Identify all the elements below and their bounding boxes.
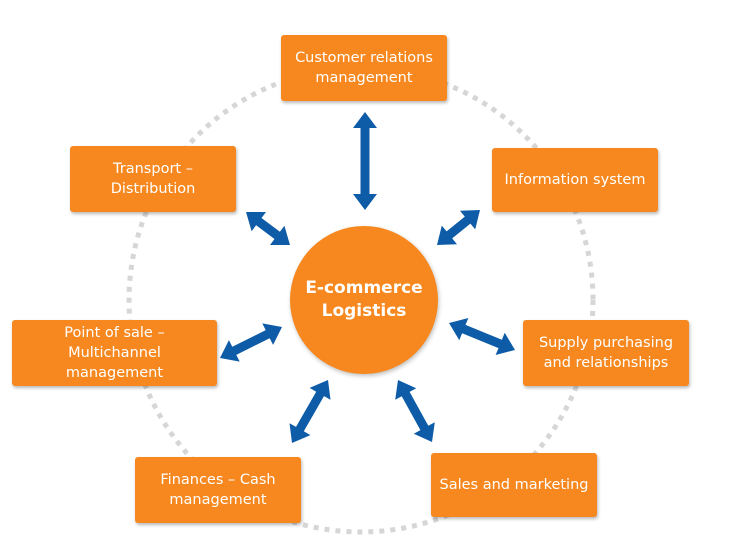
node-information-system: Information system [492,148,658,212]
center-node-label: E-commerce Logistics [305,278,423,321]
node-finances-label: Finances – Cash management [160,472,276,508]
center-node-ecommerce-logistics: E-commerce Logistics [290,226,438,374]
node-finances: Finances – Cash management [135,457,301,523]
node-customer-relations: Customer relations management [281,35,447,101]
node-information-system-label: Information system [504,172,646,188]
node-transport-label: Transport – Distribution [110,161,196,197]
arrow-transport-icon [246,212,290,245]
node-sales-marketing: Sales and marketing [431,453,597,517]
node-point-of-sale: Point of sale – Multichannel management [12,320,217,386]
node-point-of-sale-label: Point of sale – Multichannel management [64,325,165,381]
arrow-pos-icon [220,323,282,362]
node-sales-marketing-label: Sales and marketing [439,477,589,493]
node-supply-purchasing: Supply purchasing and relationships [523,320,689,386]
node-transport: Transport – Distribution [70,146,236,212]
arrow-supply-icon [449,318,515,355]
arrow-finances-icon [289,380,331,443]
arrow-info-icon [437,210,480,245]
arrow-sales-icon [395,380,435,442]
node-customer-relations-label: Customer relations management [295,50,433,86]
node-supply-purchasing-label: Supply purchasing and relationships [538,335,674,371]
arrow-crm-icon [353,112,377,210]
